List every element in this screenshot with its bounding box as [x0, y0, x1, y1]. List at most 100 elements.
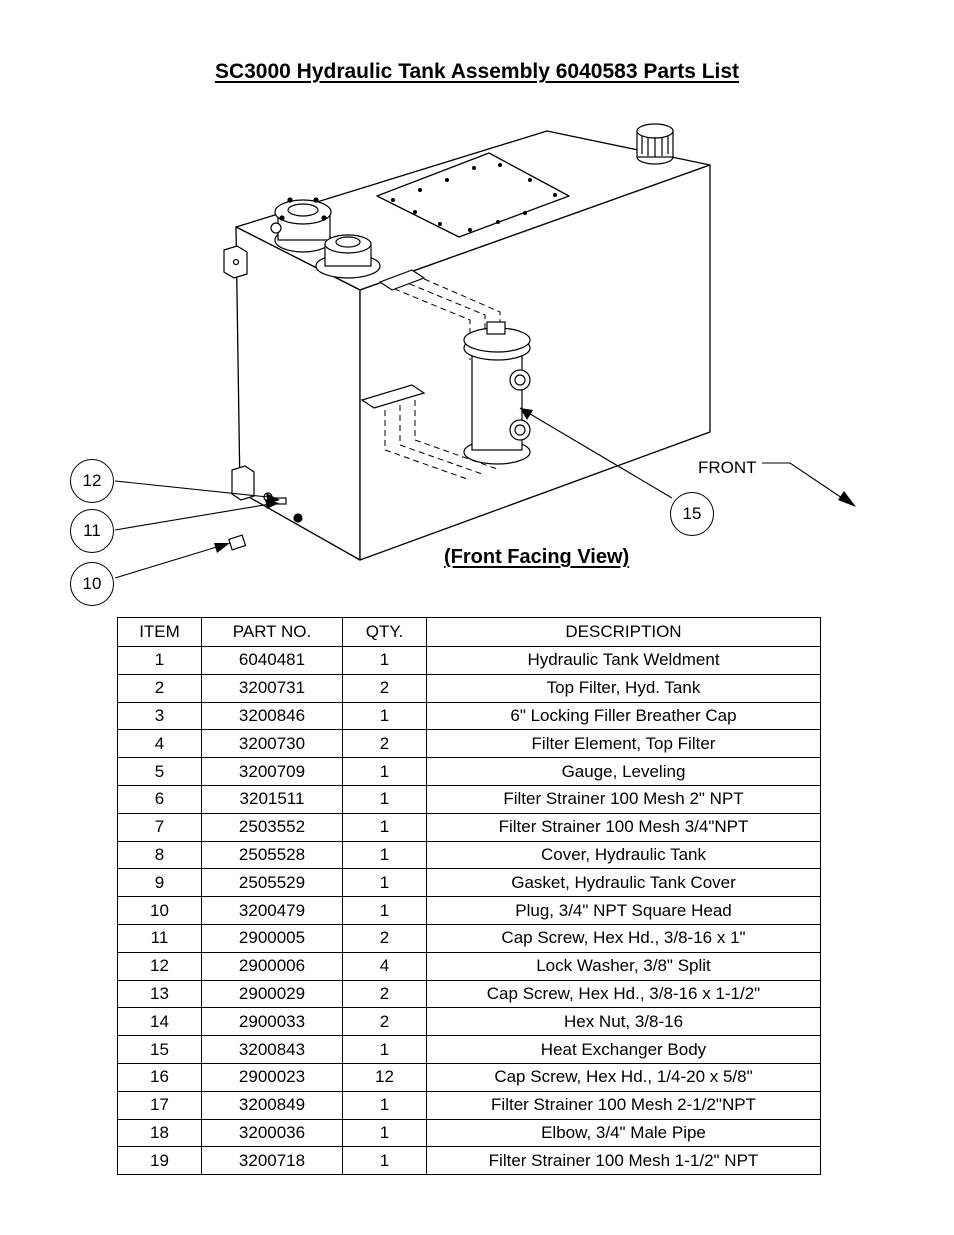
cell-item: 18 [117, 1118, 202, 1148]
cell-description: Filter Strainer 100 Mesh 2-1/2"NPT [426, 1090, 821, 1120]
cell-description: Hydraulic Tank Weldment [426, 646, 821, 675]
cell-qty: 4 [342, 951, 427, 981]
upper-pipe-bracket [378, 269, 426, 291]
cell-item: 5 [117, 757, 202, 786]
square-head-plug [228, 534, 247, 551]
cell-part-no: 2900023 [201, 1062, 343, 1092]
inspection-cover [376, 152, 570, 238]
cell-part-no: 2900006 [201, 951, 343, 981]
header-description: DESCRIPTION [426, 617, 821, 647]
cell-item: 9 [117, 868, 202, 898]
view-label: (Front Facing View) [444, 546, 630, 568]
cell-qty: 1 [342, 701, 427, 731]
callout-15: 15 [670, 492, 714, 536]
cell-qty: 1 [342, 1090, 427, 1120]
cell-qty: 1 [342, 840, 427, 870]
cell-item: 2 [117, 673, 202, 703]
drain-port [293, 513, 303, 523]
top-filter-housing [270, 197, 332, 253]
cell-item: 4 [117, 729, 202, 759]
cell-item: 7 [117, 812, 202, 842]
cell-qty: 2 [342, 729, 427, 759]
cell-part-no: 2900005 [201, 923, 343, 953]
page-title: SC3000 Hydraulic Tank Assembly 6040583 P… [214, 60, 740, 83]
cell-qty: 1 [342, 868, 427, 898]
cell-qty: 2 [342, 923, 427, 953]
cell-description: Filter Strainer 100 Mesh 3/4"NPT [426, 812, 821, 842]
cell-part-no: 2505528 [201, 840, 343, 870]
cell-description: Heat Exchanger Body [426, 1035, 821, 1064]
cell-description: Filter Strainer 100 Mesh 1-1/2" NPT [426, 1146, 821, 1176]
level-gauge [636, 123, 674, 165]
cell-qty: 1 [342, 757, 427, 786]
cell-qty: 1 [342, 1146, 427, 1176]
cell-description: Cap Screw, Hex Hd., 1/4-20 x 5/8" [426, 1062, 821, 1092]
cell-part-no: 3200709 [201, 757, 343, 786]
cell-description: Elbow, 3/4" Male Pipe [426, 1118, 821, 1148]
cell-item: 15 [117, 1035, 202, 1064]
cell-item: 14 [117, 1007, 202, 1037]
cell-part-no: 2900029 [201, 979, 343, 1009]
cell-part-no: 3201511 [201, 784, 343, 814]
cell-description: Filter Element, Top Filter [426, 729, 821, 759]
callout-12: 12 [70, 459, 114, 503]
cell-description: Plug, 3/4" NPT Square Head [426, 896, 821, 925]
cell-item: 3 [117, 701, 202, 731]
cell-part-no: 3200849 [201, 1090, 343, 1120]
header-qty: QTY. [342, 617, 427, 647]
filler-breather-cap [315, 234, 381, 279]
heat-exchanger-body [463, 321, 531, 465]
cell-description: Gauge, Leveling [426, 757, 821, 786]
cell-qty: 2 [342, 979, 427, 1009]
cell-qty: 1 [342, 646, 427, 675]
cell-description: Hex Nut, 3/8-16 [426, 1007, 821, 1037]
tank-assembly-drawing [114, 123, 856, 579]
cell-part-no: 6040481 [201, 646, 343, 675]
cell-item: 19 [117, 1146, 202, 1176]
header-item: ITEM [117, 617, 202, 647]
callout-11: 11 [70, 509, 114, 553]
cell-part-no: 3200846 [201, 701, 343, 731]
cell-part-no: 2505529 [201, 868, 343, 898]
cell-item: 8 [117, 840, 202, 870]
cell-description: Filter Strainer 100 Mesh 2" NPT [426, 784, 821, 814]
cell-description: 6" Locking Filler Breather Cap [426, 701, 821, 731]
lower-pipe-bracket [360, 384, 426, 409]
cell-item: 13 [117, 979, 202, 1009]
cell-item: 12 [117, 951, 202, 981]
cell-description: Cap Screw, Hex Hd., 3/8-16 x 1-1/2" [426, 979, 821, 1009]
front-label: FRONT [698, 458, 757, 477]
callout-10: 10 [70, 562, 114, 606]
cell-description: Cap Screw, Hex Hd., 3/8-16 x 1" [426, 923, 821, 953]
cell-item: 16 [117, 1062, 202, 1092]
cell-item: 1 [117, 646, 202, 675]
cell-item: 10 [117, 896, 202, 925]
cell-part-no: 3200479 [201, 896, 343, 925]
cell-description: Gasket, Hydraulic Tank Cover [426, 868, 821, 898]
cell-qty: 2 [342, 673, 427, 703]
table-header-row: ITEM PART NO. QTY. DESCRIPTION [117, 617, 821, 647]
cell-item: 17 [117, 1090, 202, 1120]
cell-description: Top Filter, Hyd. Tank [426, 673, 821, 703]
cell-part-no: 3200036 [201, 1118, 343, 1148]
cell-part-no: 3200718 [201, 1146, 343, 1176]
cell-part-no: 3200730 [201, 729, 343, 759]
cell-part-no: 3200843 [201, 1035, 343, 1064]
